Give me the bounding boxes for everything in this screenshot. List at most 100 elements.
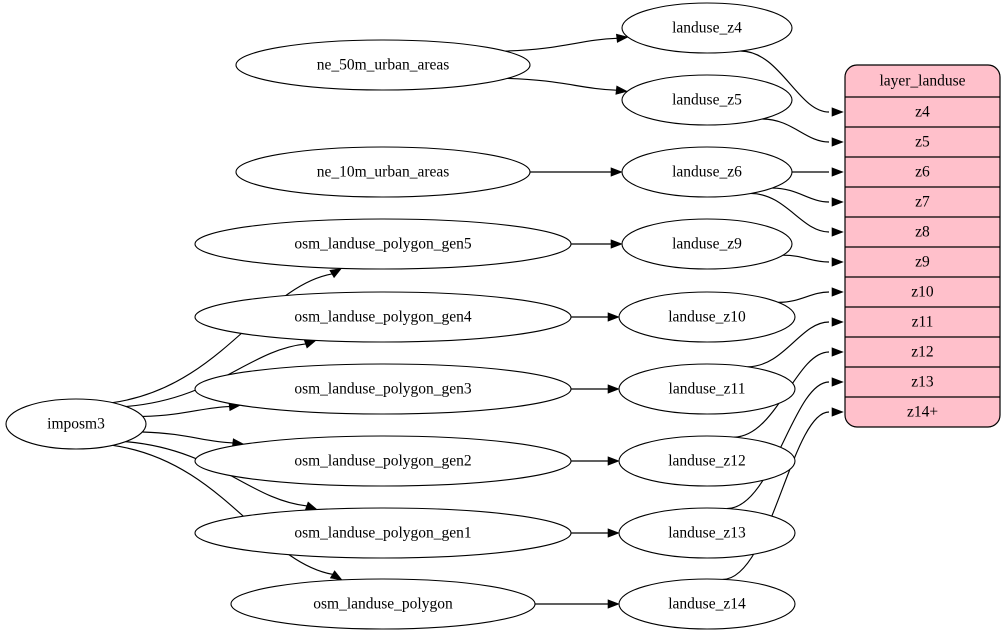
edge-ne_50m_urban_areas-to-landuse_z4 bbox=[505, 33, 629, 52]
edge-osm_landuse_polygon-to-landuse_z14 bbox=[535, 599, 620, 609]
edge-arrowhead bbox=[831, 257, 844, 267]
node-shape-landuse_z10 bbox=[618, 291, 796, 343]
node-shape-osm_landuse_polygon_gen3 bbox=[194, 363, 572, 415]
edge-arrowhead bbox=[616, 33, 629, 43]
edge-arrowhead bbox=[304, 501, 318, 511]
edge-line bbox=[762, 118, 830, 143]
edge-imposm3-to-osm_landuse_polygon_gen2 bbox=[142, 431, 245, 448]
node-shape-osm_landuse_polygon_gen4 bbox=[194, 291, 572, 343]
edge-arrowhead bbox=[831, 197, 844, 207]
edge-arrowhead bbox=[329, 570, 343, 581]
edge-line bbox=[112, 444, 333, 575]
node-landuse_z9[interactable]: landuse_z9 bbox=[621, 218, 793, 270]
edge-landuse_z4-to-z4 bbox=[740, 50, 844, 117]
node-shape-ne_10m_urban_areas bbox=[235, 146, 531, 198]
edge-arrowhead bbox=[831, 227, 844, 237]
edge-line bbox=[505, 37, 617, 52]
edges-layer bbox=[112, 33, 844, 609]
record-node-layer-landuse bbox=[844, 64, 1001, 428]
edge-line bbox=[722, 411, 830, 580]
node-osm_landuse_polygon_gen1[interactable]: osm_landuse_polygon_gen1 bbox=[194, 507, 572, 559]
node-shape-osm_landuse_polygon bbox=[230, 578, 536, 630]
edge-line bbox=[112, 273, 333, 404]
edge-osm_landuse_polygon_gen5-to-landuse_z9 bbox=[571, 239, 623, 249]
edge-ne_50m_urban_areas-to-landuse_z5 bbox=[507, 77, 629, 95]
edge-line bbox=[747, 321, 830, 368]
edge-arrowhead bbox=[607, 456, 620, 466]
node-shape-ne_50m_urban_areas bbox=[235, 39, 531, 91]
edge-osm_landuse_polygon_gen4-to-landuse_z10 bbox=[571, 312, 620, 322]
node-shape-imposm3 bbox=[5, 398, 147, 450]
node-imposm3[interactable]: imposm3 bbox=[5, 398, 147, 450]
node-landuse_z14[interactable]: landuse_z14 bbox=[618, 578, 796, 630]
record-node-layer: layer_landusez4z5z6z7z8z9z10z11z12z13z14… bbox=[844, 64, 1001, 428]
edge-landuse_z6-to-z7 bbox=[772, 187, 844, 207]
node-shape-landuse_z4 bbox=[621, 2, 793, 54]
node-shape-landuse_z9 bbox=[621, 218, 793, 270]
edge-osm_landuse_polygon_gen1-to-landuse_z13 bbox=[571, 528, 620, 538]
node-osm_landuse_polygon_gen2[interactable]: osm_landuse_polygon_gen2 bbox=[194, 435, 572, 487]
edge-line bbox=[740, 50, 830, 113]
edge-line bbox=[782, 254, 830, 263]
edge-arrowhead bbox=[607, 599, 620, 609]
node-shape-osm_landuse_polygon_gen2 bbox=[194, 435, 572, 487]
edge-arrowhead bbox=[615, 85, 629, 95]
node-osm_landuse_polygon_gen5[interactable]: osm_landuse_polygon_gen5 bbox=[194, 218, 572, 270]
edge-arrowhead bbox=[610, 167, 623, 177]
edge-arrowhead bbox=[303, 339, 317, 349]
edge-arrowhead bbox=[607, 384, 620, 394]
edge-landuse_z5-to-z5 bbox=[762, 118, 844, 147]
edge-line bbox=[142, 431, 233, 444]
node-ne_50m_urban_areas[interactable]: ne_50m_urban_areas bbox=[235, 39, 531, 91]
edge-imposm3-to-osm_landuse_polygon bbox=[112, 444, 343, 581]
node-osm_landuse_polygon[interactable]: osm_landuse_polygon bbox=[230, 578, 536, 630]
node-osm_landuse_polygon_gen4[interactable]: osm_landuse_polygon_gen4 bbox=[194, 291, 572, 343]
node-landuse_z6[interactable]: landuse_z6 bbox=[621, 146, 793, 198]
edge-arrowhead bbox=[831, 317, 844, 327]
node-shape-landuse_z5 bbox=[621, 74, 793, 126]
node-shape-osm_landuse_polygon_gen1 bbox=[194, 507, 572, 559]
edge-landuse_z10-to-z10 bbox=[778, 287, 844, 303]
node-landuse_z12[interactable]: landuse_z12 bbox=[618, 435, 796, 487]
node-shape-landuse_z12 bbox=[618, 435, 796, 487]
node-shape-landuse_z13 bbox=[618, 507, 796, 559]
node-shape-landuse_z6 bbox=[621, 146, 793, 198]
edge-landuse_z11-to-z11 bbox=[747, 317, 844, 368]
edge-landuse_z13-to-z13 bbox=[726, 377, 844, 510]
edge-landuse_z9-to-z9 bbox=[782, 254, 844, 267]
node-landuse_z13[interactable]: landuse_z13 bbox=[618, 507, 796, 559]
edge-landuse_z6-to-z8 bbox=[750, 192, 844, 237]
nodes-layer: imposm3 ne_50m_urban_areas ne_10m_urban_ar… bbox=[5, 2, 796, 630]
edge-arrowhead bbox=[831, 347, 844, 357]
edge-line bbox=[750, 192, 830, 233]
edge-line bbox=[772, 187, 830, 203]
edge-ne_10m_urban_areas-to-landuse_z6 bbox=[529, 167, 623, 177]
edge-imposm3-to-osm_landuse_polygon_gen3 bbox=[142, 401, 242, 417]
node-landuse_z5[interactable]: landuse_z5 bbox=[621, 74, 793, 126]
node-osm_landuse_polygon_gen3[interactable]: osm_landuse_polygon_gen3 bbox=[194, 363, 572, 415]
node-shape-landuse_z11 bbox=[618, 363, 796, 415]
edge-arrowhead bbox=[607, 312, 620, 322]
edge-arrowhead bbox=[831, 137, 844, 147]
edge-arrowhead bbox=[329, 267, 343, 279]
edge-osm_landuse_polygon_gen2-to-landuse_z12 bbox=[571, 456, 620, 466]
edge-landuse_z6-to-z6 bbox=[791, 167, 844, 177]
edge-arrowhead bbox=[831, 407, 844, 417]
edge-arrowhead bbox=[831, 287, 844, 297]
edge-line bbox=[726, 381, 830, 510]
edge-landuse_z14-to-z14+ bbox=[722, 407, 844, 580]
edge-arrowhead bbox=[831, 107, 844, 117]
edge-line bbox=[507, 77, 617, 91]
node-shape-osm_landuse_polygon_gen5 bbox=[194, 218, 572, 270]
node-landuse_z4[interactable]: landuse_z4 bbox=[621, 2, 793, 54]
node-landuse_z11[interactable]: landuse_z11 bbox=[618, 363, 796, 415]
node-ne_10m_urban_areas[interactable]: ne_10m_urban_areas bbox=[235, 146, 531, 198]
edge-imposm3-to-osm_landuse_polygon_gen5 bbox=[112, 267, 343, 404]
edge-arrowhead bbox=[607, 528, 620, 538]
edge-line bbox=[142, 405, 230, 417]
node-landuse_z10[interactable]: landuse_z10 bbox=[618, 291, 796, 343]
edge-arrowhead bbox=[610, 239, 623, 249]
edge-arrowhead bbox=[831, 377, 844, 387]
edge-arrowhead bbox=[831, 167, 844, 177]
